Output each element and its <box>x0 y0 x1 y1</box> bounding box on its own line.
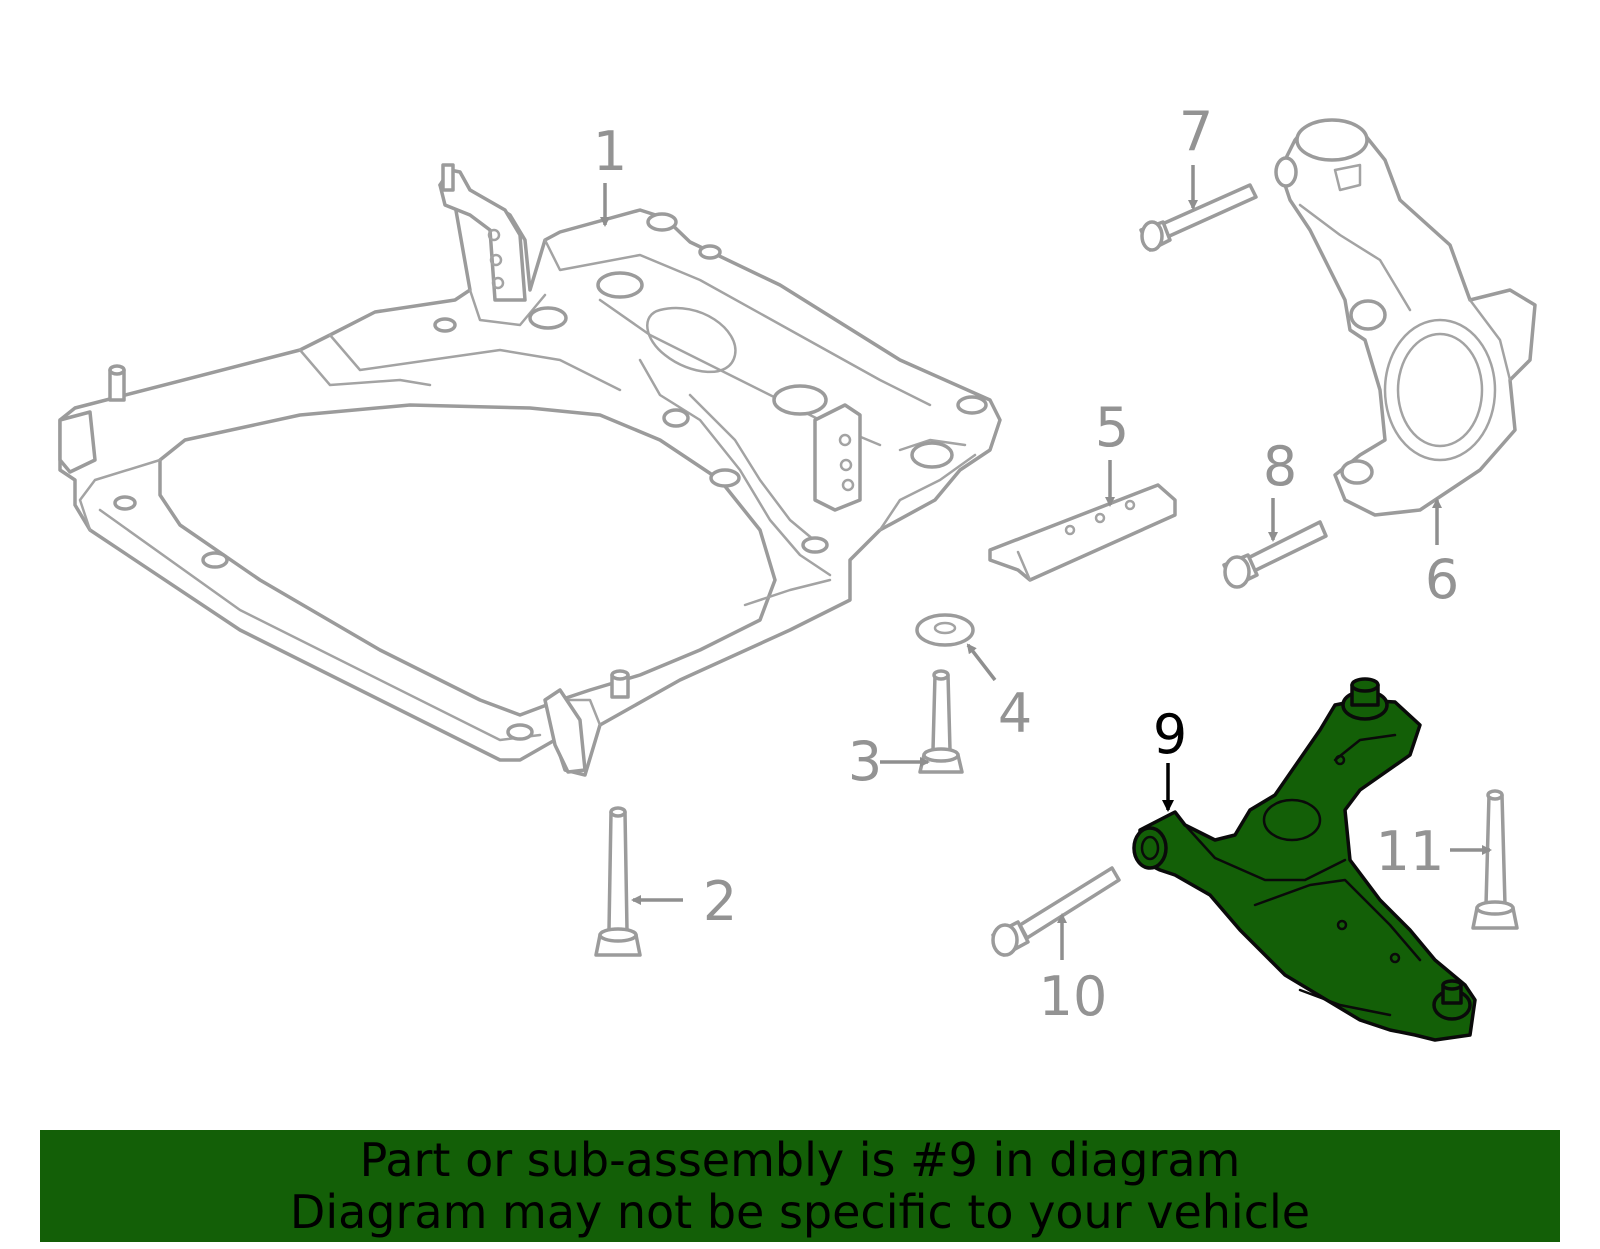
callout-11: 11 <box>1376 820 1445 883</box>
callout-7: 7 <box>1179 100 1213 163</box>
callout-6: 6 <box>1425 548 1459 611</box>
bolt-part-11 <box>1471 789 1519 930</box>
callout-3: 3 <box>848 730 882 793</box>
banner-line-2: Diagram may not be specific to your vehi… <box>289 1185 1311 1239</box>
control-arm-part-9 <box>1132 677 1477 1042</box>
callout-2: 2 <box>703 870 737 933</box>
bolt-part-7 <box>1139 183 1258 252</box>
bolt-part-8 <box>1222 520 1328 589</box>
subframe-part-1 <box>58 163 1002 777</box>
callout-1: 1 <box>593 120 627 183</box>
callout-8: 8 <box>1263 435 1297 498</box>
banner-line-1: Part or sub-assembly is #9 in diagram <box>359 1133 1241 1187</box>
callout-10: 10 <box>1039 965 1108 1028</box>
callout-4: 4 <box>998 682 1032 745</box>
bolt-part-3 <box>918 669 964 774</box>
bolt-part-10 <box>991 866 1121 957</box>
bolt-part-2 <box>594 806 642 957</box>
bracket-part-5 <box>988 483 1177 582</box>
knuckle-part-6 <box>1274 118 1537 517</box>
washer-part-4 <box>915 613 975 647</box>
info-banner: Part or sub-assembly is #9 in diagram Di… <box>40 1130 1560 1242</box>
callout-9: 9 <box>1153 703 1187 766</box>
callout-5: 5 <box>1095 396 1129 459</box>
callout-arrows <box>600 165 1492 960</box>
